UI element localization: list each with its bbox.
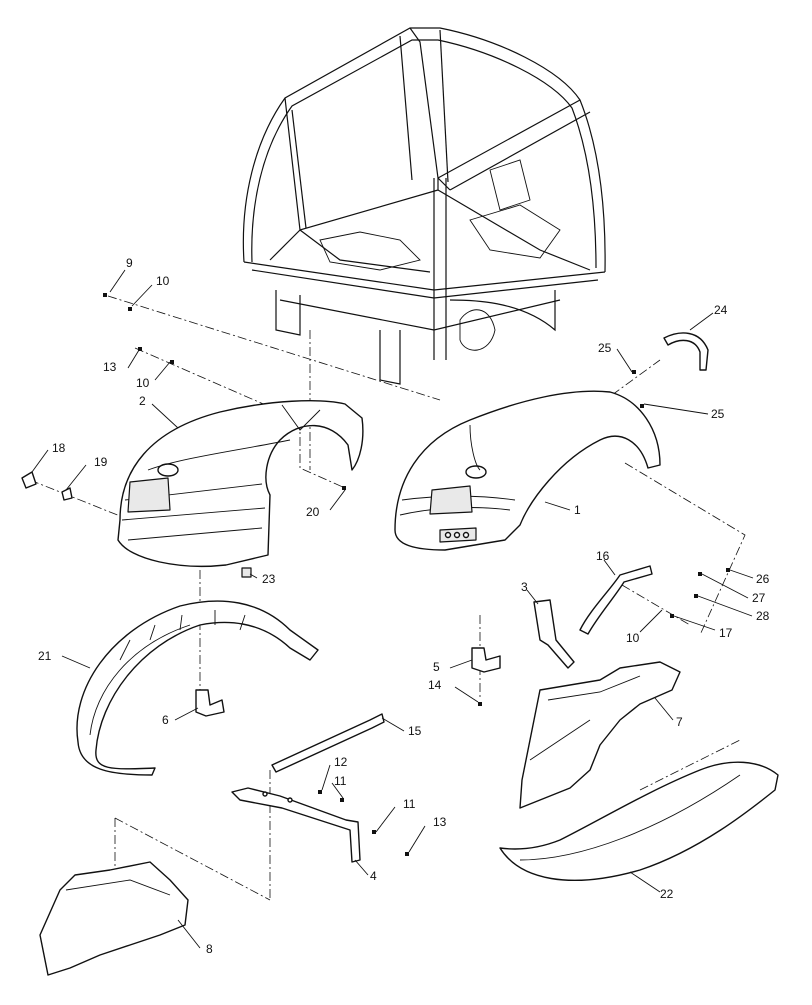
callout-3: 3 bbox=[521, 580, 528, 594]
stay-part-15 bbox=[271, 713, 385, 773]
callout-11: 11 bbox=[334, 774, 347, 788]
callout-15: 15 bbox=[408, 724, 422, 738]
left-fender-part-2 bbox=[117, 400, 364, 567]
right-mudguard-part-22 bbox=[499, 761, 779, 881]
callout-19: 19 bbox=[94, 455, 108, 469]
callout-16: 16 bbox=[596, 549, 610, 563]
callout-12: 12 bbox=[334, 755, 348, 769]
callout-27: 27 bbox=[752, 591, 766, 605]
callout-22: 22 bbox=[660, 887, 674, 901]
right-fender-part-1 bbox=[394, 390, 661, 551]
right-inner-guard-part-7 bbox=[519, 661, 681, 809]
callout-21: 21 bbox=[38, 649, 52, 663]
callout-5: 5 bbox=[433, 660, 440, 674]
fasteners bbox=[21, 293, 730, 856]
callout-7: 7 bbox=[676, 715, 683, 729]
callout-23: 23 bbox=[262, 572, 276, 586]
callout-18: 18 bbox=[52, 441, 66, 455]
bracket-part-5 bbox=[471, 647, 501, 673]
nut-part-23 bbox=[241, 567, 252, 578]
strip-part-16 bbox=[579, 565, 653, 635]
stay-part-4 bbox=[231, 787, 361, 863]
callout-6: 6 bbox=[162, 713, 169, 727]
callout-10: 10 bbox=[626, 631, 640, 645]
callout-4: 4 bbox=[370, 869, 377, 883]
left-mudguard-part-21 bbox=[76, 600, 319, 776]
bracket-part-3 bbox=[533, 599, 575, 669]
callout-11: 11 bbox=[403, 797, 416, 811]
callout-1: 1 bbox=[574, 503, 581, 517]
callout-8: 8 bbox=[206, 942, 213, 956]
callout-13: 13 bbox=[433, 815, 447, 829]
bracket-part-6 bbox=[195, 689, 225, 717]
left-inner-guard-part-8 bbox=[39, 861, 189, 976]
callout-25: 25 bbox=[598, 341, 612, 355]
callout-20: 20 bbox=[306, 505, 320, 519]
callout-17: 17 bbox=[719, 626, 733, 640]
callout-28: 28 bbox=[756, 609, 770, 623]
callout-26: 26 bbox=[756, 572, 770, 586]
callout-10: 10 bbox=[136, 376, 150, 390]
callout-labels: 9 10 13 10 2 18 19 20 23 21 6 15 12 11 1… bbox=[38, 256, 770, 956]
cab-frame bbox=[242, 27, 606, 385]
handle-part-24 bbox=[663, 332, 709, 371]
callout-10: 10 bbox=[156, 274, 170, 288]
callout-24: 24 bbox=[714, 303, 728, 317]
callout-25: 25 bbox=[711, 407, 725, 421]
callout-9: 9 bbox=[126, 256, 133, 270]
callout-14: 14 bbox=[428, 678, 442, 692]
callout-2: 2 bbox=[139, 394, 146, 408]
leader-lines bbox=[31, 269, 754, 949]
callout-13: 13 bbox=[103, 360, 117, 374]
